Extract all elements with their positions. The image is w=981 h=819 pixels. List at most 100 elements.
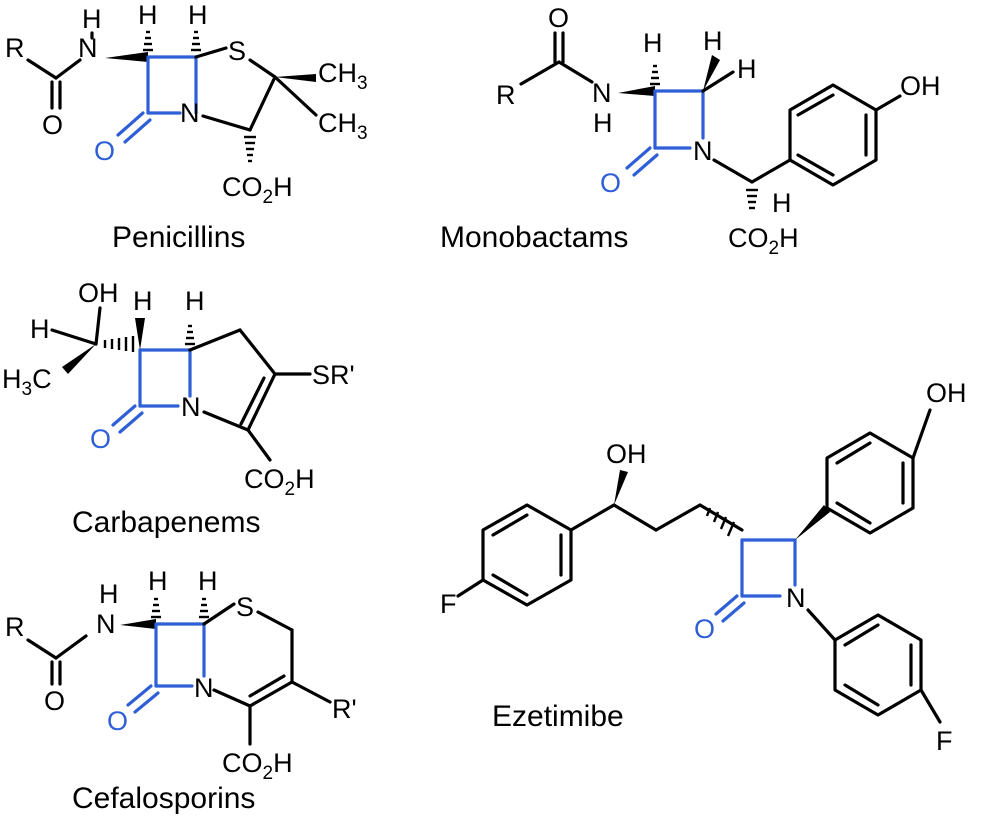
cefalosporins-n-label: N — [96, 609, 116, 639]
wedge-bond — [120, 619, 156, 629]
hash-bond — [244, 135, 256, 163]
penicillins-lactam-o: O — [94, 136, 115, 166]
monobactams-h2b: H — [737, 54, 757, 84]
hash-bond — [199, 597, 209, 619]
lactam-co — [111, 404, 137, 427]
bond — [246, 372, 277, 432]
bond — [54, 634, 88, 660]
bond — [246, 428, 272, 462]
lactam-co — [123, 118, 152, 144]
monobactams-caption: Monobactams — [440, 221, 628, 254]
bond — [239, 376, 266, 426]
wedge-bond — [62, 344, 96, 374]
carbapenems-h3c: H3C — [2, 364, 52, 400]
penicillins-caption: Penicillins — [112, 221, 245, 254]
carbapenems-lactam-o: O — [90, 424, 111, 454]
bond — [273, 75, 318, 117]
bond — [248, 680, 294, 708]
bond — [238, 328, 277, 376]
bond — [750, 158, 792, 184]
hash-bond — [185, 324, 195, 346]
penicillins-s: S — [228, 36, 246, 66]
bond — [491, 513, 529, 537]
bond — [256, 610, 294, 632]
cefalosporins-carbonyl-o: O — [44, 686, 65, 716]
monobactams-n-label: N — [592, 78, 612, 108]
bond — [202, 410, 250, 432]
monobactams-co2h: CO2H — [728, 223, 799, 259]
bond — [26, 638, 58, 660]
penicillins-carbonyl-o: O — [42, 110, 63, 140]
monobactams-oh: OH — [900, 71, 941, 101]
cefalosporins-s: S — [236, 592, 254, 622]
bond — [188, 328, 242, 352]
lactam-co — [721, 601, 746, 623]
bond — [290, 680, 332, 704]
ezetimibe-f2: F — [936, 726, 953, 756]
bond — [50, 328, 98, 346]
penicillins-h2: H — [188, 0, 208, 30]
penicillins-ch3b: CH3 — [318, 108, 368, 144]
bond — [212, 688, 252, 708]
bond — [54, 58, 82, 80]
hash-bond — [143, 30, 153, 52]
bond — [94, 306, 102, 346]
ezetimibe-oh-side: OH — [926, 378, 967, 408]
bond — [911, 408, 932, 460]
bond — [248, 75, 277, 132]
bond — [806, 608, 837, 642]
hash-bond — [650, 64, 660, 86]
monobactams-structure: O R N H O N H H H H CO2H — [440, 3, 941, 259]
penicillins-nh-h: H — [82, 4, 102, 34]
wedge-bond — [614, 470, 628, 505]
wedge-bond — [795, 505, 830, 540]
bond — [835, 441, 872, 465]
bond — [835, 501, 872, 525]
bond — [519, 60, 561, 86]
monobactams-carbonyl-o: O — [548, 3, 569, 33]
cefalosporins-nh-h: H — [99, 579, 119, 609]
ezetimibe-structure: F OH O N OH F Ezetimibe — [440, 378, 967, 756]
monobactams-lactam-o: O — [600, 168, 621, 198]
bond — [919, 688, 942, 724]
penicillins-n-label: N — [78, 33, 98, 63]
bond — [612, 503, 658, 532]
bond — [796, 153, 835, 177]
penicillins-ch3a: CH3 — [318, 58, 368, 94]
carbapenems-oh: OH — [78, 278, 119, 308]
cefalosporins-structure: R O N H O N H H S R' — [5, 566, 357, 815]
hydroxyphenyl-ring — [825, 431, 915, 535]
bond — [701, 70, 735, 93]
monobactams-nh-h: H — [593, 108, 613, 138]
bond — [248, 58, 277, 79]
lactam-co — [714, 594, 739, 616]
carbapenems-h2: H — [185, 286, 205, 316]
carbapenems-sr: SR' — [312, 360, 355, 390]
bond — [874, 94, 902, 112]
cefalosporins-co2h: CO2H — [222, 748, 293, 784]
wedge-bond — [105, 52, 148, 62]
ezetimibe-f1: F — [440, 589, 457, 619]
bond — [456, 578, 485, 598]
lactam-co — [126, 684, 153, 707]
bond — [557, 60, 594, 84]
lactam-co — [116, 111, 145, 137]
carbapenems-structure: OH H H3C O N H H SR' CO2H Carbapene — [2, 278, 355, 539]
bond — [843, 623, 880, 647]
fluorophenyl-ring-2 — [833, 613, 923, 717]
bond — [202, 602, 236, 626]
hash-bond — [746, 188, 758, 210]
carbapenems-h1: H — [133, 286, 153, 316]
wedge-bond — [618, 86, 655, 96]
cefalosporins-r-label: R — [5, 612, 25, 642]
bond — [698, 503, 744, 532]
ezetimibe-ring-n: N — [786, 583, 806, 613]
penicillins-ring-n: N — [180, 98, 200, 128]
penicillins-co2h: CO2H — [222, 172, 293, 208]
monobactams-h1: H — [643, 28, 663, 58]
cefalosporins-ring-n: N — [194, 673, 214, 703]
lactam-co — [133, 691, 160, 714]
penicillins-structure: R O N H O N H H S CH3 — [5, 0, 368, 254]
